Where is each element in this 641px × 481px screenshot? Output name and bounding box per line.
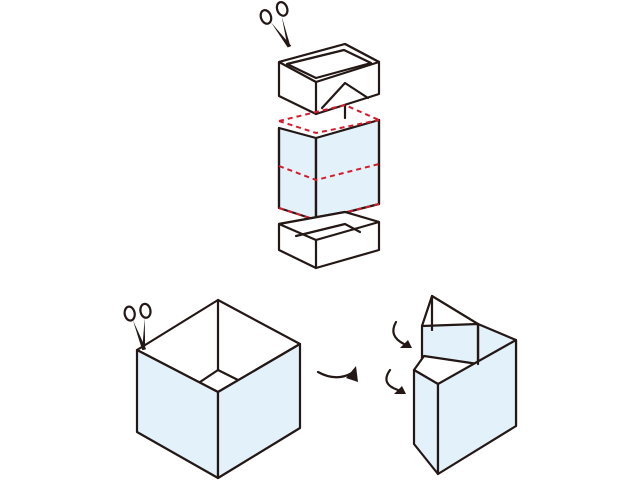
top-cap-piece xyxy=(277,42,381,116)
folded-front-left xyxy=(412,368,440,476)
top-cap-opening xyxy=(285,48,373,80)
top-cap-fold xyxy=(320,81,370,110)
scissors-handle-left xyxy=(123,305,136,322)
open-box-inner-right xyxy=(216,368,240,382)
bottom-tray-piece xyxy=(277,210,381,270)
scissors-icon xyxy=(123,302,152,350)
folded-front-right xyxy=(436,338,518,476)
scissors-handle-right xyxy=(275,1,289,17)
scissors-handle-left xyxy=(259,9,273,25)
curved-arrow-icon xyxy=(392,320,412,348)
scissors-blade-left xyxy=(271,22,292,48)
curved-arrow-icon xyxy=(385,368,406,394)
arrow-head xyxy=(346,366,358,382)
fold-arrow-upper-head xyxy=(400,340,412,348)
arrow-shaft xyxy=(316,370,354,379)
open-box-right-face xyxy=(216,342,302,480)
cut-line-top-back xyxy=(278,103,380,122)
middle-piece xyxy=(277,103,381,222)
scissors-icon xyxy=(259,1,292,48)
cut-line-middle xyxy=(278,163,380,182)
folded-carton xyxy=(385,294,518,476)
fold-arrow-lower xyxy=(385,368,400,392)
open-box xyxy=(123,298,302,480)
bottom-tray-inner xyxy=(294,222,362,238)
middle-right-face xyxy=(314,118,381,222)
arrow-right-icon xyxy=(316,366,358,382)
cut-line-top-front xyxy=(278,119,380,135)
scissors-blade-right xyxy=(142,318,146,350)
fold-arrow-upper xyxy=(392,320,406,346)
exploded-carton xyxy=(259,1,381,270)
fold-arrow-lower-head xyxy=(394,386,406,394)
scissors-blade-right xyxy=(281,16,291,48)
scissors-handle-right xyxy=(139,302,152,319)
